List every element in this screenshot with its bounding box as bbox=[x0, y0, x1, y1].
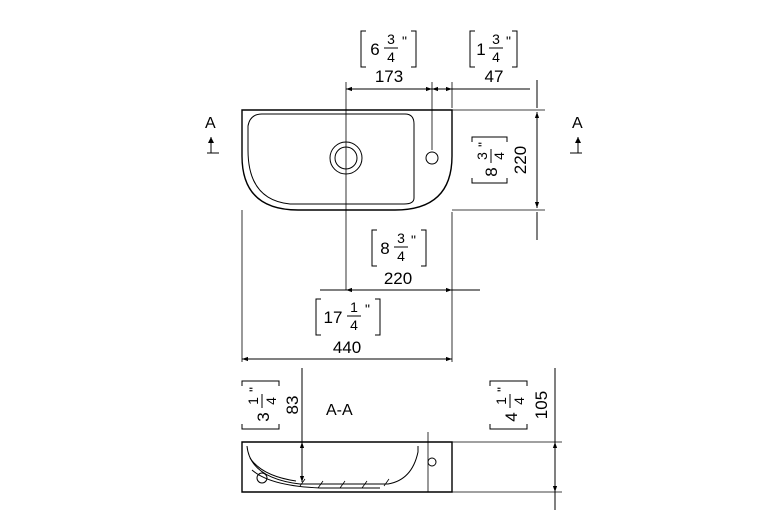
svg-text:1: 1 bbox=[493, 397, 509, 405]
dimension-tap-offset: 173 6 3 4 " bbox=[346, 30, 432, 92]
svg-text:3: 3 bbox=[474, 152, 490, 160]
section-marker-right-label: A bbox=[572, 115, 583, 132]
svg-text:": " bbox=[475, 142, 491, 147]
section-title: A-A bbox=[326, 402, 353, 419]
dimension-depth: 220 8 3 4 " bbox=[471, 80, 540, 240]
basin-section-view bbox=[241, 432, 453, 493]
basin-top-view bbox=[241, 82, 453, 290]
svg-text:17: 17 bbox=[324, 308, 343, 327]
svg-text:3: 3 bbox=[492, 31, 500, 47]
dim-width-mm: 440 bbox=[333, 338, 361, 357]
svg-text:": " bbox=[494, 387, 510, 392]
svg-text:4: 4 bbox=[492, 49, 500, 65]
svg-text:3: 3 bbox=[397, 230, 405, 246]
svg-text:8: 8 bbox=[380, 239, 389, 258]
dimension-width: 440 17 1 4 " bbox=[242, 298, 452, 362]
svg-text:": " bbox=[365, 301, 370, 317]
dimension-half-width: 220 8 3 4 " bbox=[320, 229, 480, 293]
svg-text:1: 1 bbox=[245, 397, 261, 405]
svg-text:1: 1 bbox=[476, 40, 485, 59]
dimension-total-height: 105 4 1 4 " bbox=[489, 368, 558, 510]
svg-text:4: 4 bbox=[491, 152, 507, 160]
dim-total-height-mm: 105 bbox=[532, 391, 551, 419]
dim-overflow-offset-mm: 47 bbox=[485, 67, 504, 86]
svg-text:1: 1 bbox=[350, 299, 358, 315]
svg-text:4: 4 bbox=[502, 412, 521, 421]
dimension-bowl-height: 83 3 1 4 " bbox=[241, 368, 305, 482]
svg-text:4: 4 bbox=[263, 397, 279, 405]
svg-text:4: 4 bbox=[350, 317, 358, 333]
svg-text:3: 3 bbox=[254, 412, 273, 421]
svg-text:": " bbox=[506, 33, 511, 49]
overflow-hole bbox=[425, 151, 439, 165]
svg-text:8: 8 bbox=[482, 167, 501, 176]
svg-text:4: 4 bbox=[387, 49, 395, 65]
svg-text:4: 4 bbox=[397, 248, 405, 264]
dimension-overflow-offset: 47 1 3 4 " bbox=[432, 30, 530, 92]
section-marker-left-label: A bbox=[205, 115, 216, 132]
svg-text:6: 6 bbox=[370, 40, 379, 59]
svg-text:3: 3 bbox=[387, 31, 395, 47]
section-marker-right: A bbox=[570, 115, 583, 154]
dim-bowl-height-mm: 83 bbox=[283, 396, 302, 415]
svg-text:": " bbox=[246, 387, 262, 392]
dim-tap-offset-mm: 173 bbox=[375, 67, 403, 86]
dim-depth-mm: 220 bbox=[511, 146, 530, 174]
svg-text:4: 4 bbox=[511, 397, 527, 405]
svg-text:": " bbox=[402, 33, 407, 49]
section-marker-left: A bbox=[205, 115, 219, 154]
svg-text:": " bbox=[411, 232, 416, 248]
dim-half-width-mm: 220 bbox=[384, 269, 412, 288]
